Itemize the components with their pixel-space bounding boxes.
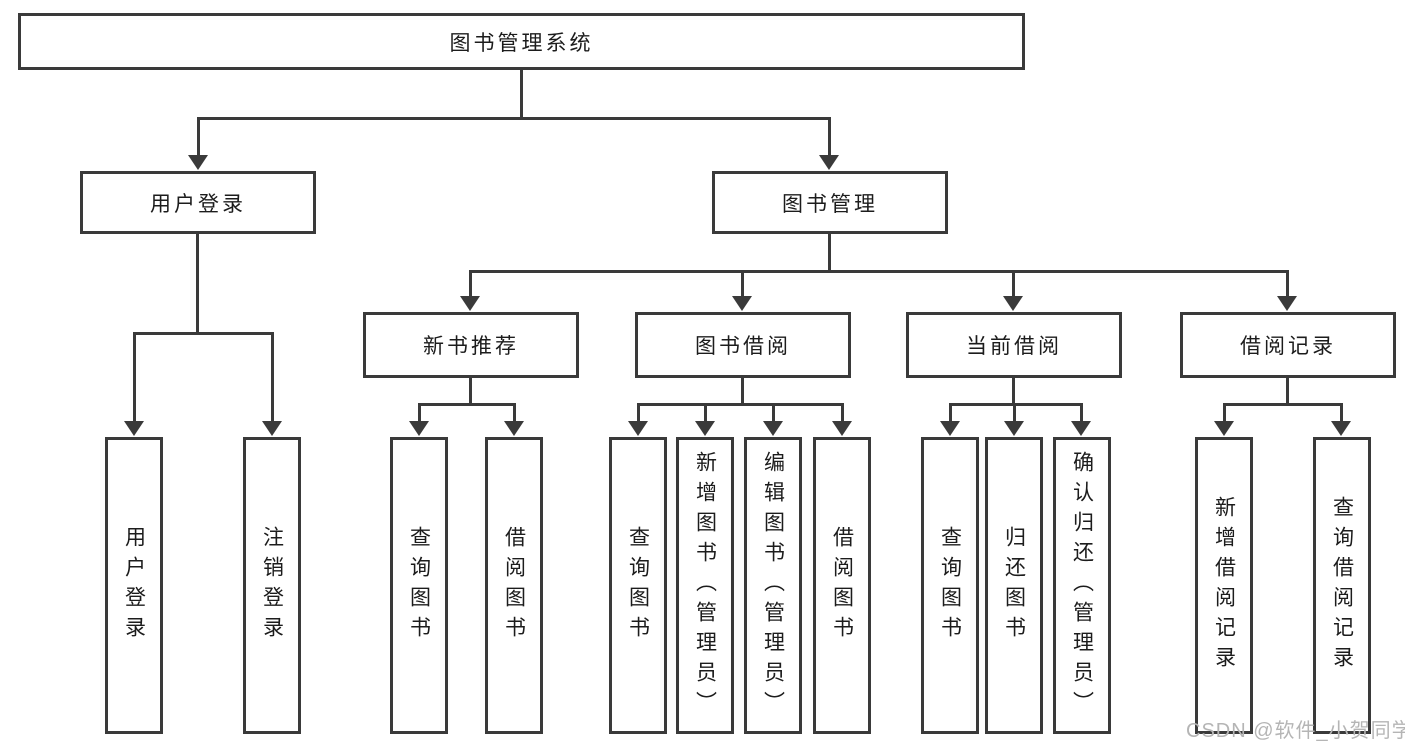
connector-arrow bbox=[628, 421, 648, 436]
leaf-query-books-borrowing: 查询图书 bbox=[609, 437, 667, 734]
node-label: 图书借阅 bbox=[695, 335, 791, 358]
connector-arrow bbox=[819, 155, 839, 170]
node-label: 查询图书 bbox=[938, 525, 962, 646]
node-label: 新书推荐 bbox=[423, 335, 519, 358]
connector-line bbox=[469, 270, 472, 299]
leaf-confirm-return-admin: 确认归还（管理员） bbox=[1053, 437, 1111, 734]
node-label: 图书管理系统 bbox=[449, 31, 594, 55]
connector-arrow bbox=[262, 421, 282, 436]
connector-line bbox=[513, 403, 516, 423]
connector-line bbox=[772, 403, 775, 423]
leaf-add-book-admin: 新增图书（管理员） bbox=[676, 437, 734, 734]
connector-line bbox=[1340, 403, 1343, 423]
node-current-borrowing: 当前借阅 bbox=[906, 312, 1122, 378]
connector-line bbox=[197, 117, 200, 157]
node-borrow-records: 借阅记录 bbox=[1180, 312, 1396, 378]
connector-arrow bbox=[763, 421, 783, 436]
node-label: 查询图书 bbox=[626, 525, 650, 646]
connector-arrow bbox=[409, 421, 429, 436]
node-label: 确认归还（管理员） bbox=[1070, 450, 1094, 721]
csdn-watermark: CSDN @软件_小贺同学 bbox=[1186, 720, 1405, 742]
leaf-borrow-books-recommend: 借阅图书 bbox=[485, 437, 543, 734]
connector-line bbox=[196, 233, 199, 335]
connector-arrow bbox=[1003, 296, 1023, 311]
node-label: 图书管理 bbox=[782, 192, 878, 216]
connector-line bbox=[1223, 403, 1343, 406]
connector-line bbox=[1080, 403, 1083, 423]
node-label: 借阅记录 bbox=[1240, 335, 1336, 358]
connector-line bbox=[133, 332, 136, 423]
connector-arrow bbox=[1071, 421, 1091, 436]
node-label: 归还图书 bbox=[1002, 525, 1026, 646]
connector-arrow bbox=[1004, 421, 1024, 436]
connector-line bbox=[828, 117, 831, 157]
node-label: 注销登录 bbox=[260, 525, 284, 646]
connector-arrow bbox=[504, 421, 524, 436]
connector-line bbox=[520, 69, 523, 120]
node-label: 新增图书（管理员） bbox=[693, 450, 717, 721]
node-label: 新增借阅记录 bbox=[1212, 495, 1236, 676]
connector-line bbox=[418, 403, 421, 423]
connector-arrow bbox=[940, 421, 960, 436]
connector-line bbox=[1013, 403, 1016, 423]
node-user-login: 用户登录 bbox=[80, 171, 316, 234]
node-label: 查询图书 bbox=[407, 525, 431, 646]
node-label: 借阅图书 bbox=[502, 525, 526, 646]
connector-line bbox=[949, 403, 1083, 406]
connector-line bbox=[197, 117, 831, 120]
connector-line bbox=[133, 332, 273, 335]
connector-line bbox=[1223, 403, 1226, 423]
connector-line bbox=[637, 403, 843, 406]
connector-line bbox=[1012, 270, 1015, 299]
connector-line bbox=[637, 403, 640, 423]
leaf-edit-book-admin: 编辑图书（管理员） bbox=[744, 437, 802, 734]
node-label: 查询借阅记录 bbox=[1330, 495, 1354, 676]
node-label: 当前借阅 bbox=[966, 335, 1062, 358]
connector-line bbox=[828, 233, 831, 273]
connector-line bbox=[418, 403, 516, 406]
connector-line bbox=[469, 270, 1289, 273]
connector-line bbox=[704, 403, 707, 423]
connector-line bbox=[741, 377, 744, 406]
leaf-logout: 注销登录 bbox=[243, 437, 301, 734]
connector-line bbox=[271, 332, 274, 423]
connector-arrow bbox=[124, 421, 144, 436]
leaf-add-borrow-record: 新增借阅记录 bbox=[1195, 437, 1253, 734]
node-book-borrowing: 图书借阅 bbox=[635, 312, 851, 378]
connector-line bbox=[469, 377, 472, 406]
connector-line bbox=[841, 403, 844, 423]
leaf-return-book: 归还图书 bbox=[985, 437, 1043, 734]
node-label: 用户登录 bbox=[150, 192, 246, 216]
node-label: 借阅图书 bbox=[830, 525, 854, 646]
connector-arrow bbox=[732, 296, 752, 311]
connector-arrow bbox=[460, 296, 480, 311]
connector-line bbox=[741, 270, 744, 299]
leaf-query-books-recommend: 查询图书 bbox=[390, 437, 448, 734]
connector-line bbox=[949, 403, 952, 423]
connector-line bbox=[1286, 377, 1289, 406]
connector-line bbox=[1286, 270, 1289, 299]
connector-arrow bbox=[1331, 421, 1351, 436]
node-label: 编辑图书（管理员） bbox=[761, 450, 785, 721]
node-label: 用户登录 bbox=[122, 525, 146, 646]
connector-arrow bbox=[1277, 296, 1297, 311]
leaf-user-login: 用户登录 bbox=[105, 437, 163, 734]
connector-line bbox=[1012, 377, 1015, 406]
node-library-system: 图书管理系统 bbox=[18, 13, 1025, 70]
leaf-query-borrow-record: 查询借阅记录 bbox=[1313, 437, 1371, 734]
connector-arrow bbox=[832, 421, 852, 436]
leaf-query-books-current: 查询图书 bbox=[921, 437, 979, 734]
connector-arrow bbox=[188, 155, 208, 170]
connector-arrow bbox=[1214, 421, 1234, 436]
connector-arrow bbox=[695, 421, 715, 436]
node-book-management: 图书管理 bbox=[712, 171, 948, 234]
node-new-book-recommend: 新书推荐 bbox=[363, 312, 579, 378]
leaf-borrow-books-borrowing: 借阅图书 bbox=[813, 437, 871, 734]
